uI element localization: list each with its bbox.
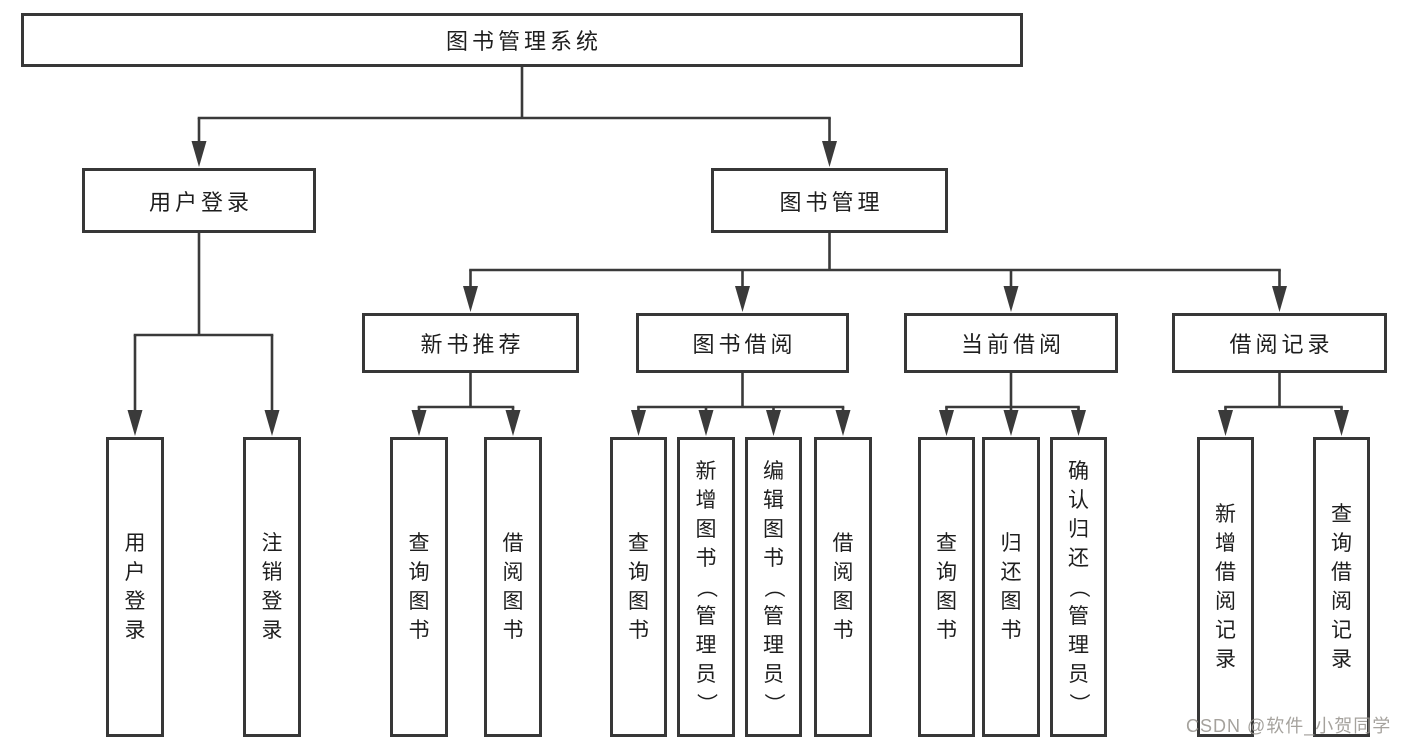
node-leaf-bb-query: 查询图书 — [610, 437, 667, 737]
node-leaf-rec-query: 查询图书 — [390, 437, 448, 737]
node-leaf-cb-query: 查询图书 — [918, 437, 975, 737]
node-leaf-logout: 注销登录 — [243, 437, 301, 737]
node-root: 图书管理系统 — [21, 13, 1023, 67]
node-leaf-login: 用户登录 — [106, 437, 164, 737]
node-borrow-record: 借阅记录 — [1172, 313, 1387, 373]
node-user-login: 用户登录 — [82, 168, 316, 233]
node-book-mgmt: 图书管理 — [711, 168, 948, 233]
node-leaf-cb-confirm: 确认归还（管理员） — [1050, 437, 1107, 737]
node-leaf-rec-borrow: 借阅图书 — [484, 437, 542, 737]
node-new-book-rec: 新书推荐 — [362, 313, 579, 373]
node-leaf-bb-edit: 编辑图书（管理员） — [745, 437, 802, 737]
node-leaf-bb-borrow: 借阅图书 — [814, 437, 872, 737]
node-book-borrow: 图书借阅 — [636, 313, 849, 373]
node-leaf-bb-add: 新增图书（管理员） — [677, 437, 735, 737]
node-current-borrow: 当前借阅 — [904, 313, 1118, 373]
node-leaf-br-add: 新增借阅记录 — [1197, 437, 1254, 737]
watermark: CSDN @软件_小贺同学 — [1186, 716, 1392, 736]
node-leaf-br-query: 查询借阅记录 — [1313, 437, 1370, 737]
node-leaf-cb-return: 归还图书 — [982, 437, 1040, 737]
